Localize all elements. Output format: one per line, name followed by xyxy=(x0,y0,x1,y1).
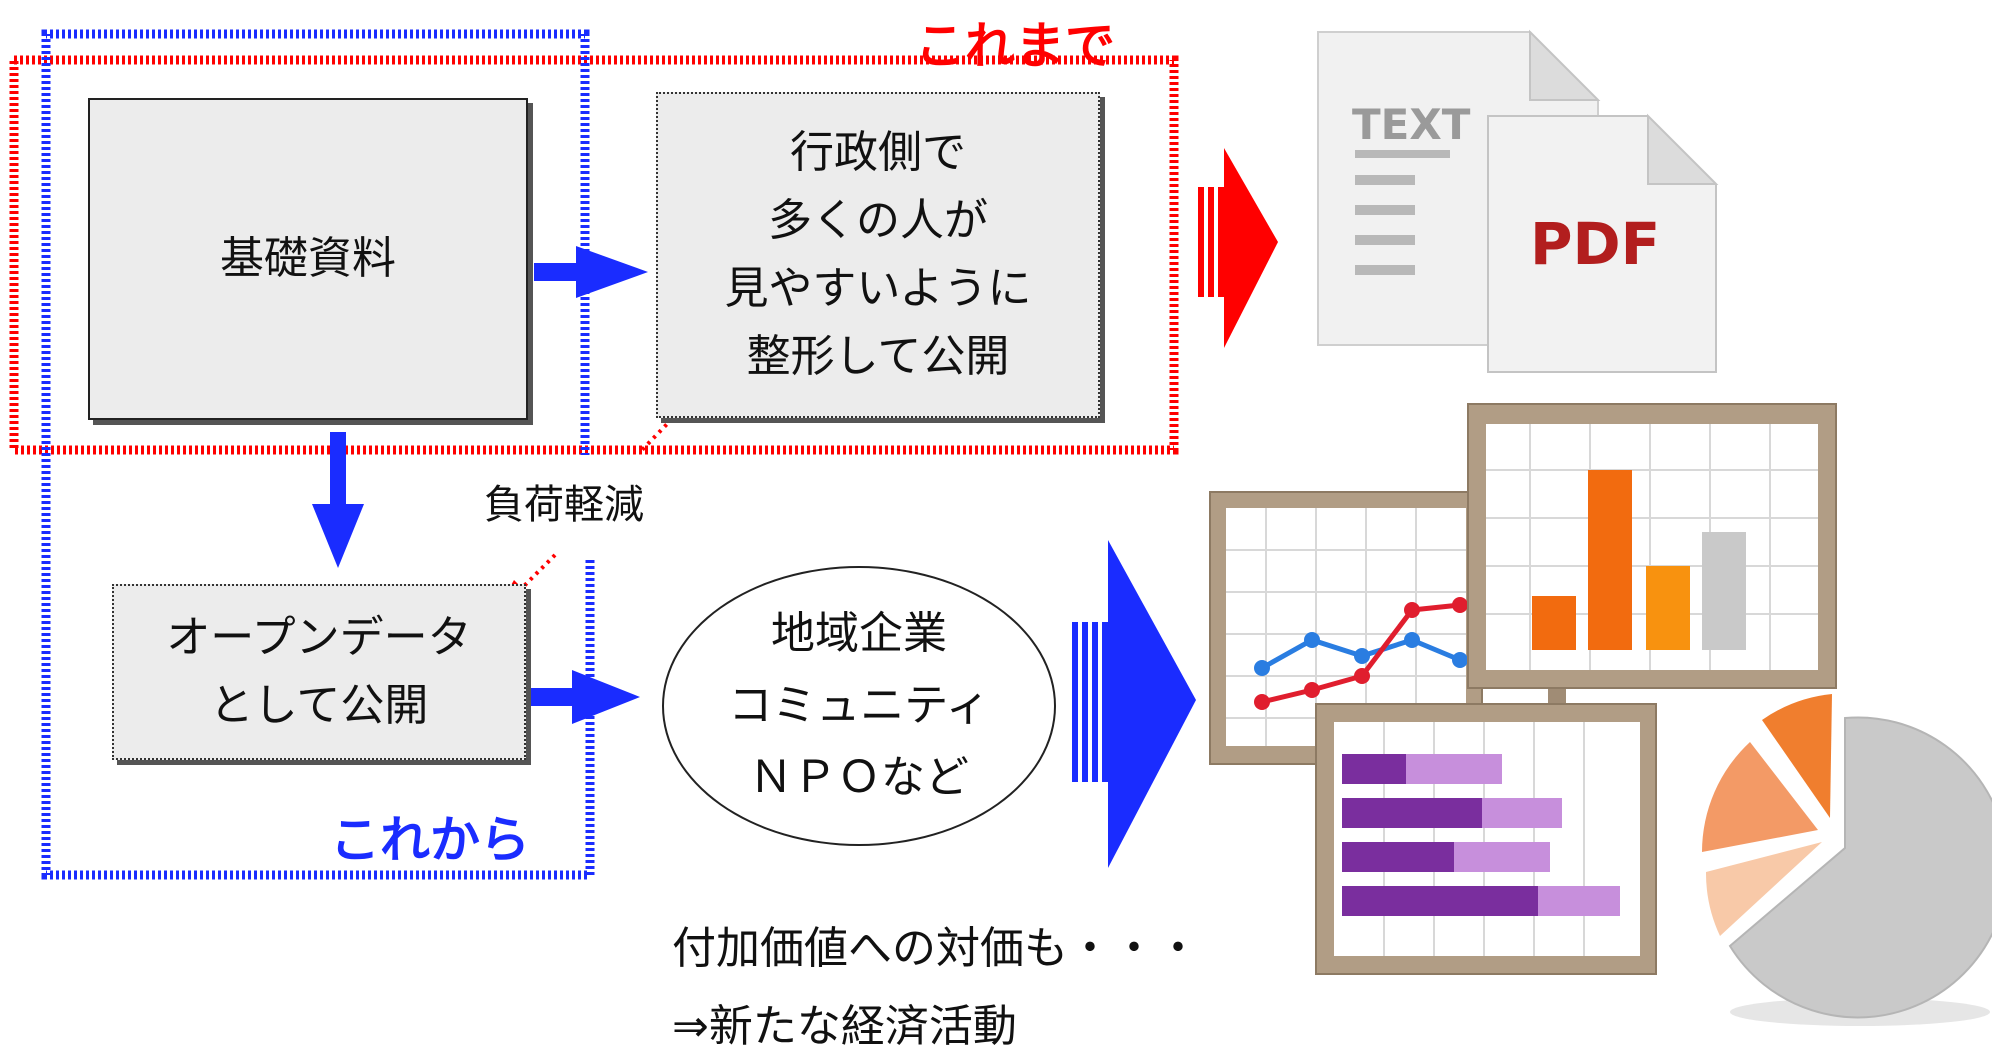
pie-chart-icon xyxy=(1701,694,1992,1026)
pointer-line-lower xyxy=(508,553,557,602)
base-material-box: 基礎資料 xyxy=(88,98,528,420)
horizontal-bar-chart-icon xyxy=(1315,703,1657,975)
open-data-box: オープンデータ として公開 xyxy=(112,584,526,760)
big-blue-arrow xyxy=(1072,540,1196,868)
users-text: 地域企業 コミュニティ ＮＰＯなど xyxy=(728,608,990,803)
arrow-base-to-opendata xyxy=(312,432,364,568)
future-region xyxy=(41,29,595,880)
current-region xyxy=(9,55,1179,455)
admin-format-box: 行政側で 多くの人が 見やすいように 整形して公開 xyxy=(656,92,1100,418)
bar-chart-icon xyxy=(1467,403,1837,724)
admin-format-text: 行政側で 多くの人が 見やすいように 整形して公開 xyxy=(724,127,1032,382)
pdf-document-icon xyxy=(1487,113,1719,373)
load-reduction-label: 負荷軽減 xyxy=(484,482,644,528)
new-economy-text: ⇒新たな経済活動 xyxy=(672,1001,1017,1052)
arrow-base-to-admin xyxy=(534,246,648,298)
big-red-arrow xyxy=(1198,148,1278,348)
current-label: これまで xyxy=(915,17,1115,75)
arrow-opendata-to-users xyxy=(528,670,640,724)
pdf-document-label: PDF xyxy=(1530,210,1661,278)
value-added-text: 付加価値への対価も・・・ xyxy=(672,923,1200,974)
text-document-label: TEXT xyxy=(1352,100,1471,149)
future-label: これから xyxy=(330,811,530,869)
users-ellipse: 地域企業 コミュニティ ＮＰＯなど xyxy=(662,566,1056,846)
open-data-text: オープンデータ として公開 xyxy=(166,612,472,731)
base-material-text: 基礎資料 xyxy=(220,233,396,284)
